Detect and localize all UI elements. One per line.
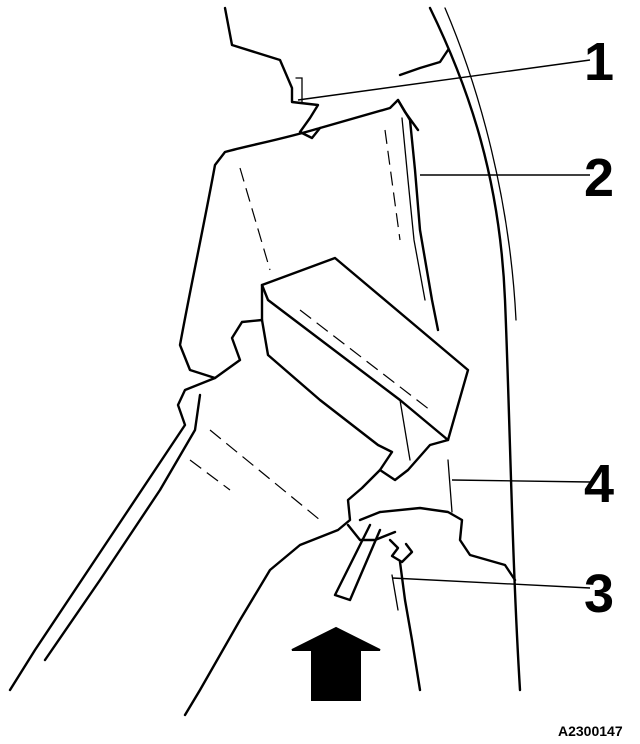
upper-mounting-flange: [223, 6, 450, 140]
retractor-cover: [260, 256, 470, 482]
callout-4: 4: [584, 454, 614, 514]
callout-3: 3: [584, 564, 614, 624]
trim-panel: [178, 98, 440, 380]
push-direction-arrow: [291, 626, 381, 701]
leader-3: [391, 577, 591, 589]
lower-bracket: [8, 376, 382, 717]
leader-4: [451, 479, 591, 483]
callout-1: 1: [584, 32, 614, 92]
leader-1: [297, 59, 591, 101]
callout-2: 2: [584, 148, 614, 208]
lower-clip-assembly: [333, 459, 517, 692]
reference-code: A2300147: [558, 723, 623, 739]
pillar-panel: [428, 6, 522, 692]
leader-lines: [297, 59, 591, 589]
